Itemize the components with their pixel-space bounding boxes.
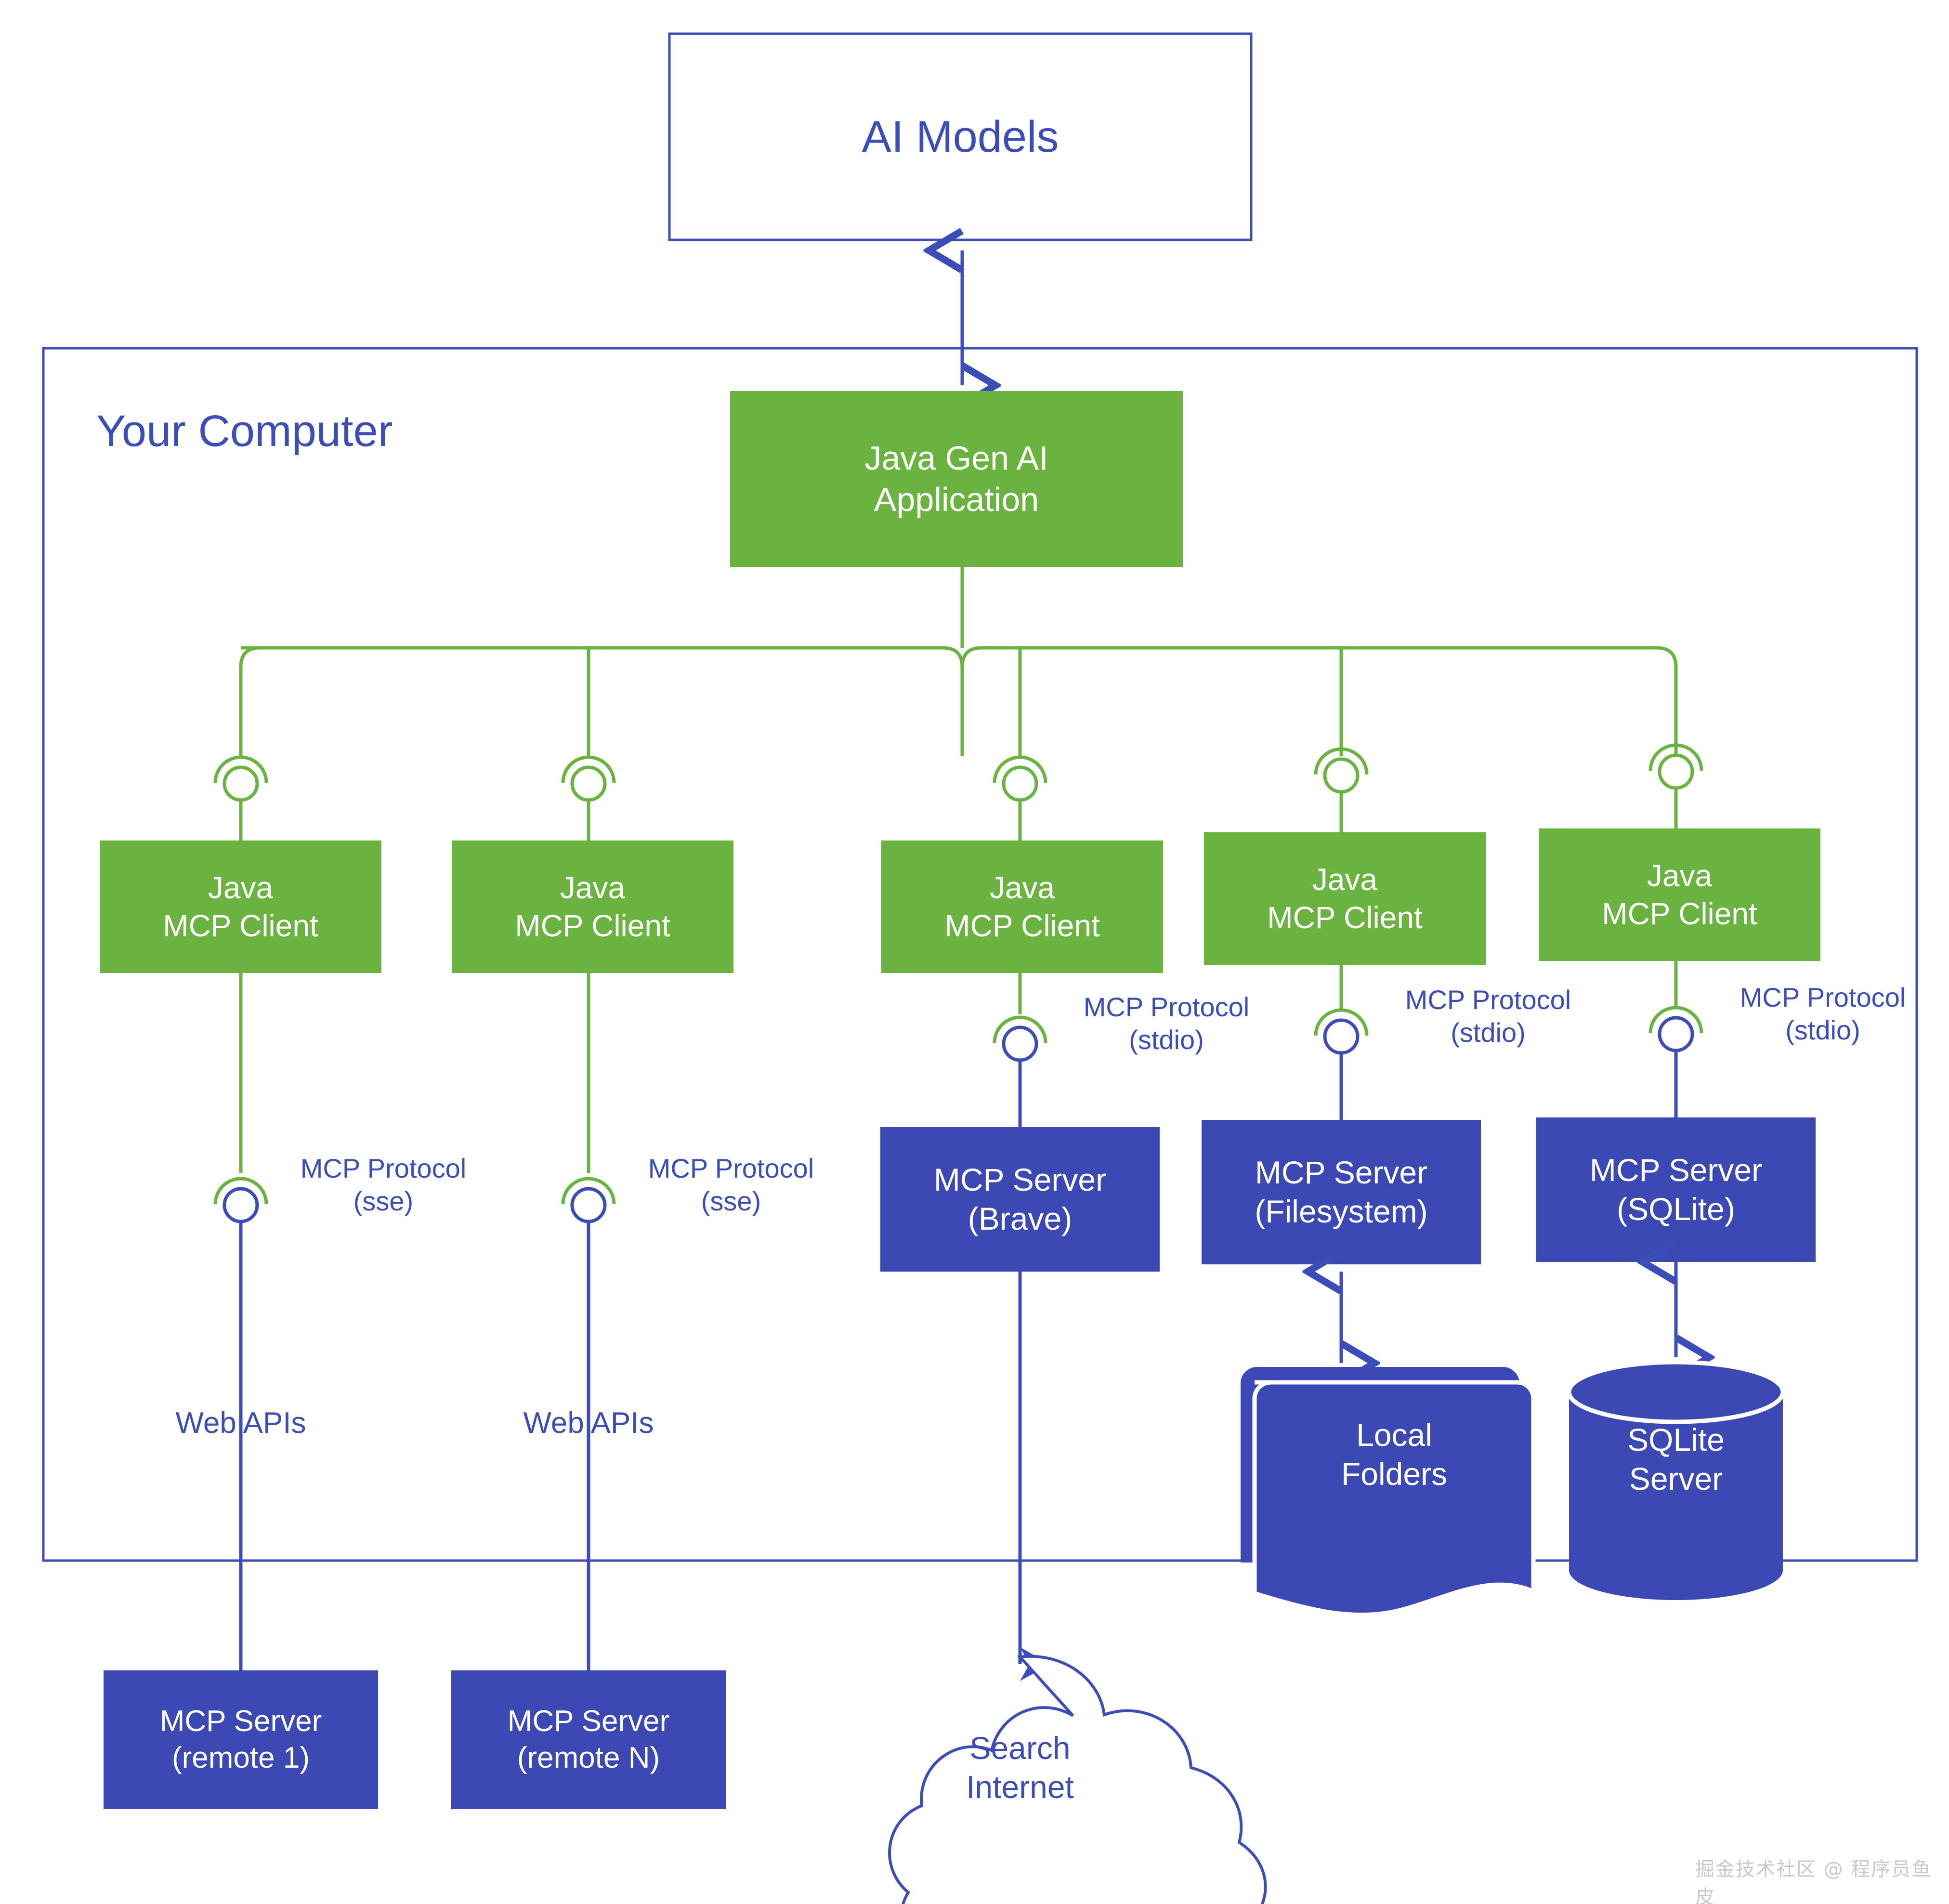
- socket-connector-client-5: [1648, 743, 1703, 828]
- java-mcp-client-box-1: [100, 840, 381, 973]
- java-mcp-client-box-3: [881, 840, 1163, 973]
- sse-ball-1: [222, 1187, 259, 1223]
- java-mcp-client-label-3: Java MCP Client: [944, 870, 1100, 943]
- java-mcp-client-label-1: Java MCP Client: [163, 870, 318, 943]
- search-internet-cloud-icon: [888, 1655, 1267, 1904]
- java-mcp-client-box-2: [452, 840, 733, 973]
- mcp-server-remote-n-box: [451, 1670, 726, 1809]
- mcp-protocol-label-sse-2: MCP Protocol (sse): [648, 1153, 814, 1216]
- stdio-cup-4: [1314, 1008, 1369, 1036]
- socket-connector-client-4: [1314, 747, 1369, 832]
- mcp-server-filesystem-box: [1202, 1120, 1481, 1264]
- mcp-protocol-label-stdio-3: MCP Protocol (stdio): [1083, 991, 1250, 1055]
- mcp-server-remote-n-label: MCP Server (remote N): [507, 1705, 670, 1774]
- socket-connector-client-1: [213, 755, 268, 840]
- java-mcp-client-label-4: Java MCP Client: [1267, 862, 1423, 935]
- socket-connector-client-3: [993, 755, 1047, 840]
- java-mcp-client-box-4: [1204, 832, 1486, 965]
- watermark-text: 掘金技术社区 @ 程序员鱼皮: [1695, 1858, 1932, 1904]
- mcp-server-sqlite-box: [1536, 1117, 1816, 1262]
- local-folders-label: Local Folders: [1341, 1417, 1448, 1492]
- sqlite-server-label: SQLite Server: [1627, 1422, 1725, 1497]
- stdio-ball-5: [1658, 1016, 1694, 1052]
- sse-cup-2: [561, 1177, 616, 1205]
- mcp-protocol-label-stdio-5: MCP Protocol (stdio): [1740, 982, 1906, 1045]
- local-folders-icon: [1241, 1367, 1536, 1617]
- stdio-cup-5: [1648, 1006, 1703, 1034]
- tree-bus: [239, 646, 1678, 756]
- java-gen-ai-application-label: Java Gen AI Application: [864, 439, 1048, 518]
- mcp-server-brave-box: [880, 1127, 1160, 1272]
- web-apis-label-1: Web APIs: [175, 1406, 306, 1440]
- mcp-protocol-label-sse-1: MCP Protocol (sse): [300, 1153, 467, 1216]
- mcp-protocol-label-stdio-4: MCP Protocol (stdio): [1405, 984, 1571, 1048]
- mcp-server-filesystem-label: MCP Server (Filesystem): [1255, 1155, 1428, 1229]
- ai-models-label: AI Models: [862, 112, 1059, 161]
- mcp-server-remote-1-box: [104, 1670, 378, 1809]
- sse-ball-2: [570, 1187, 607, 1223]
- sse-cup-1: [213, 1177, 268, 1205]
- web-apis-label-2: Web APIs: [523, 1406, 654, 1440]
- ai-models-box: [668, 32, 1253, 241]
- stdio-cup-3: [993, 1015, 1047, 1043]
- socket-connector-client-2: [561, 755, 616, 840]
- sqlite-server-icon: [1567, 1360, 1785, 1600]
- java-mcp-client-label-2: Java MCP Client: [515, 870, 670, 943]
- mcp-server-remote-1-label: MCP Server (remote 1): [159, 1705, 322, 1774]
- java-mcp-client-label-5: Java MCP Client: [1602, 858, 1757, 931]
- java-gen-ai-application-box: [730, 391, 1183, 567]
- search-internet-label: Search Internet: [966, 1730, 1074, 1805]
- mcp-server-brave-label: MCP Server (Brave): [933, 1162, 1107, 1236]
- mcp-server-sqlite-label: MCP Server (SQLite): [1589, 1152, 1763, 1227]
- your-computer-label: Your Computer: [96, 406, 393, 456]
- stdio-ball-4: [1323, 1018, 1360, 1055]
- stdio-ball-3: [1002, 1025, 1038, 1062]
- java-mcp-client-box-5: [1539, 828, 1820, 961]
